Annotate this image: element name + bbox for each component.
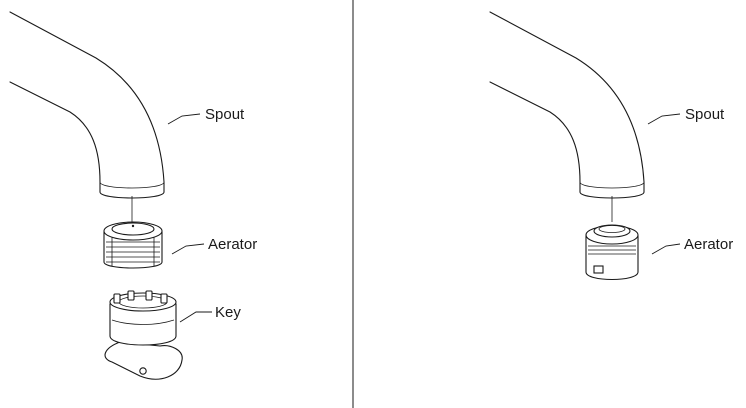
aerator-label-left: Aerator	[208, 236, 257, 253]
left-panel: Spout Aerator Key	[9, 11, 257, 380]
spout-drawing	[9, 11, 165, 199]
spout-label-left: Spout	[205, 106, 245, 123]
aerator-leader-left	[171, 243, 205, 255]
spout-drawing-right	[489, 11, 645, 199]
key-label-left: Key	[215, 304, 241, 321]
spout-label-right: Spout	[685, 106, 725, 123]
aerator-drawing-right	[585, 224, 639, 280]
aerator-label-right: Aerator	[684, 236, 733, 253]
right-panel: Spout Aerator	[489, 11, 733, 280]
aerator-drawing	[103, 221, 163, 269]
key-drawing	[104, 290, 183, 380]
spout-leader-left	[167, 113, 201, 125]
spout-leader-right	[647, 113, 681, 125]
aerator-leader-right	[651, 243, 681, 255]
key-leader-left	[179, 311, 212, 323]
